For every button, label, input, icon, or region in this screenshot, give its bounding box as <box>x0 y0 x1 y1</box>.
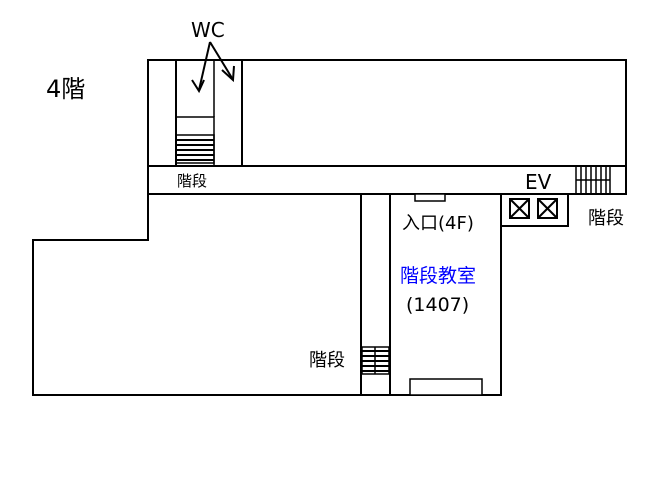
entrance-label: 入口(4F) <box>402 213 474 234</box>
room-number-label: (1407) <box>406 294 469 316</box>
upper-wing-outline <box>147 59 627 167</box>
ev-label: EV <box>525 170 552 194</box>
stairs-icon-top <box>175 134 215 164</box>
wc-arrows-icon <box>191 41 235 94</box>
entrance-door <box>414 193 446 202</box>
floor-label: 4階 <box>46 75 85 103</box>
stairs-label-bottom: 階段 <box>309 350 345 371</box>
wc-stall <box>175 116 215 167</box>
room-name-label: 階段教室 <box>400 265 476 287</box>
stairs-icon-right <box>575 165 611 195</box>
wc-label: WC <box>191 18 225 42</box>
main-corridor <box>147 165 627 195</box>
stairs-icon-bottom <box>361 346 390 375</box>
elevator-icon-2 <box>537 198 558 219</box>
elevator-icon-1 <box>509 198 530 219</box>
stairs-label-top: 階段 <box>177 172 207 190</box>
lecture-podium <box>409 378 483 396</box>
stairs-label-right: 階段 <box>588 208 624 229</box>
